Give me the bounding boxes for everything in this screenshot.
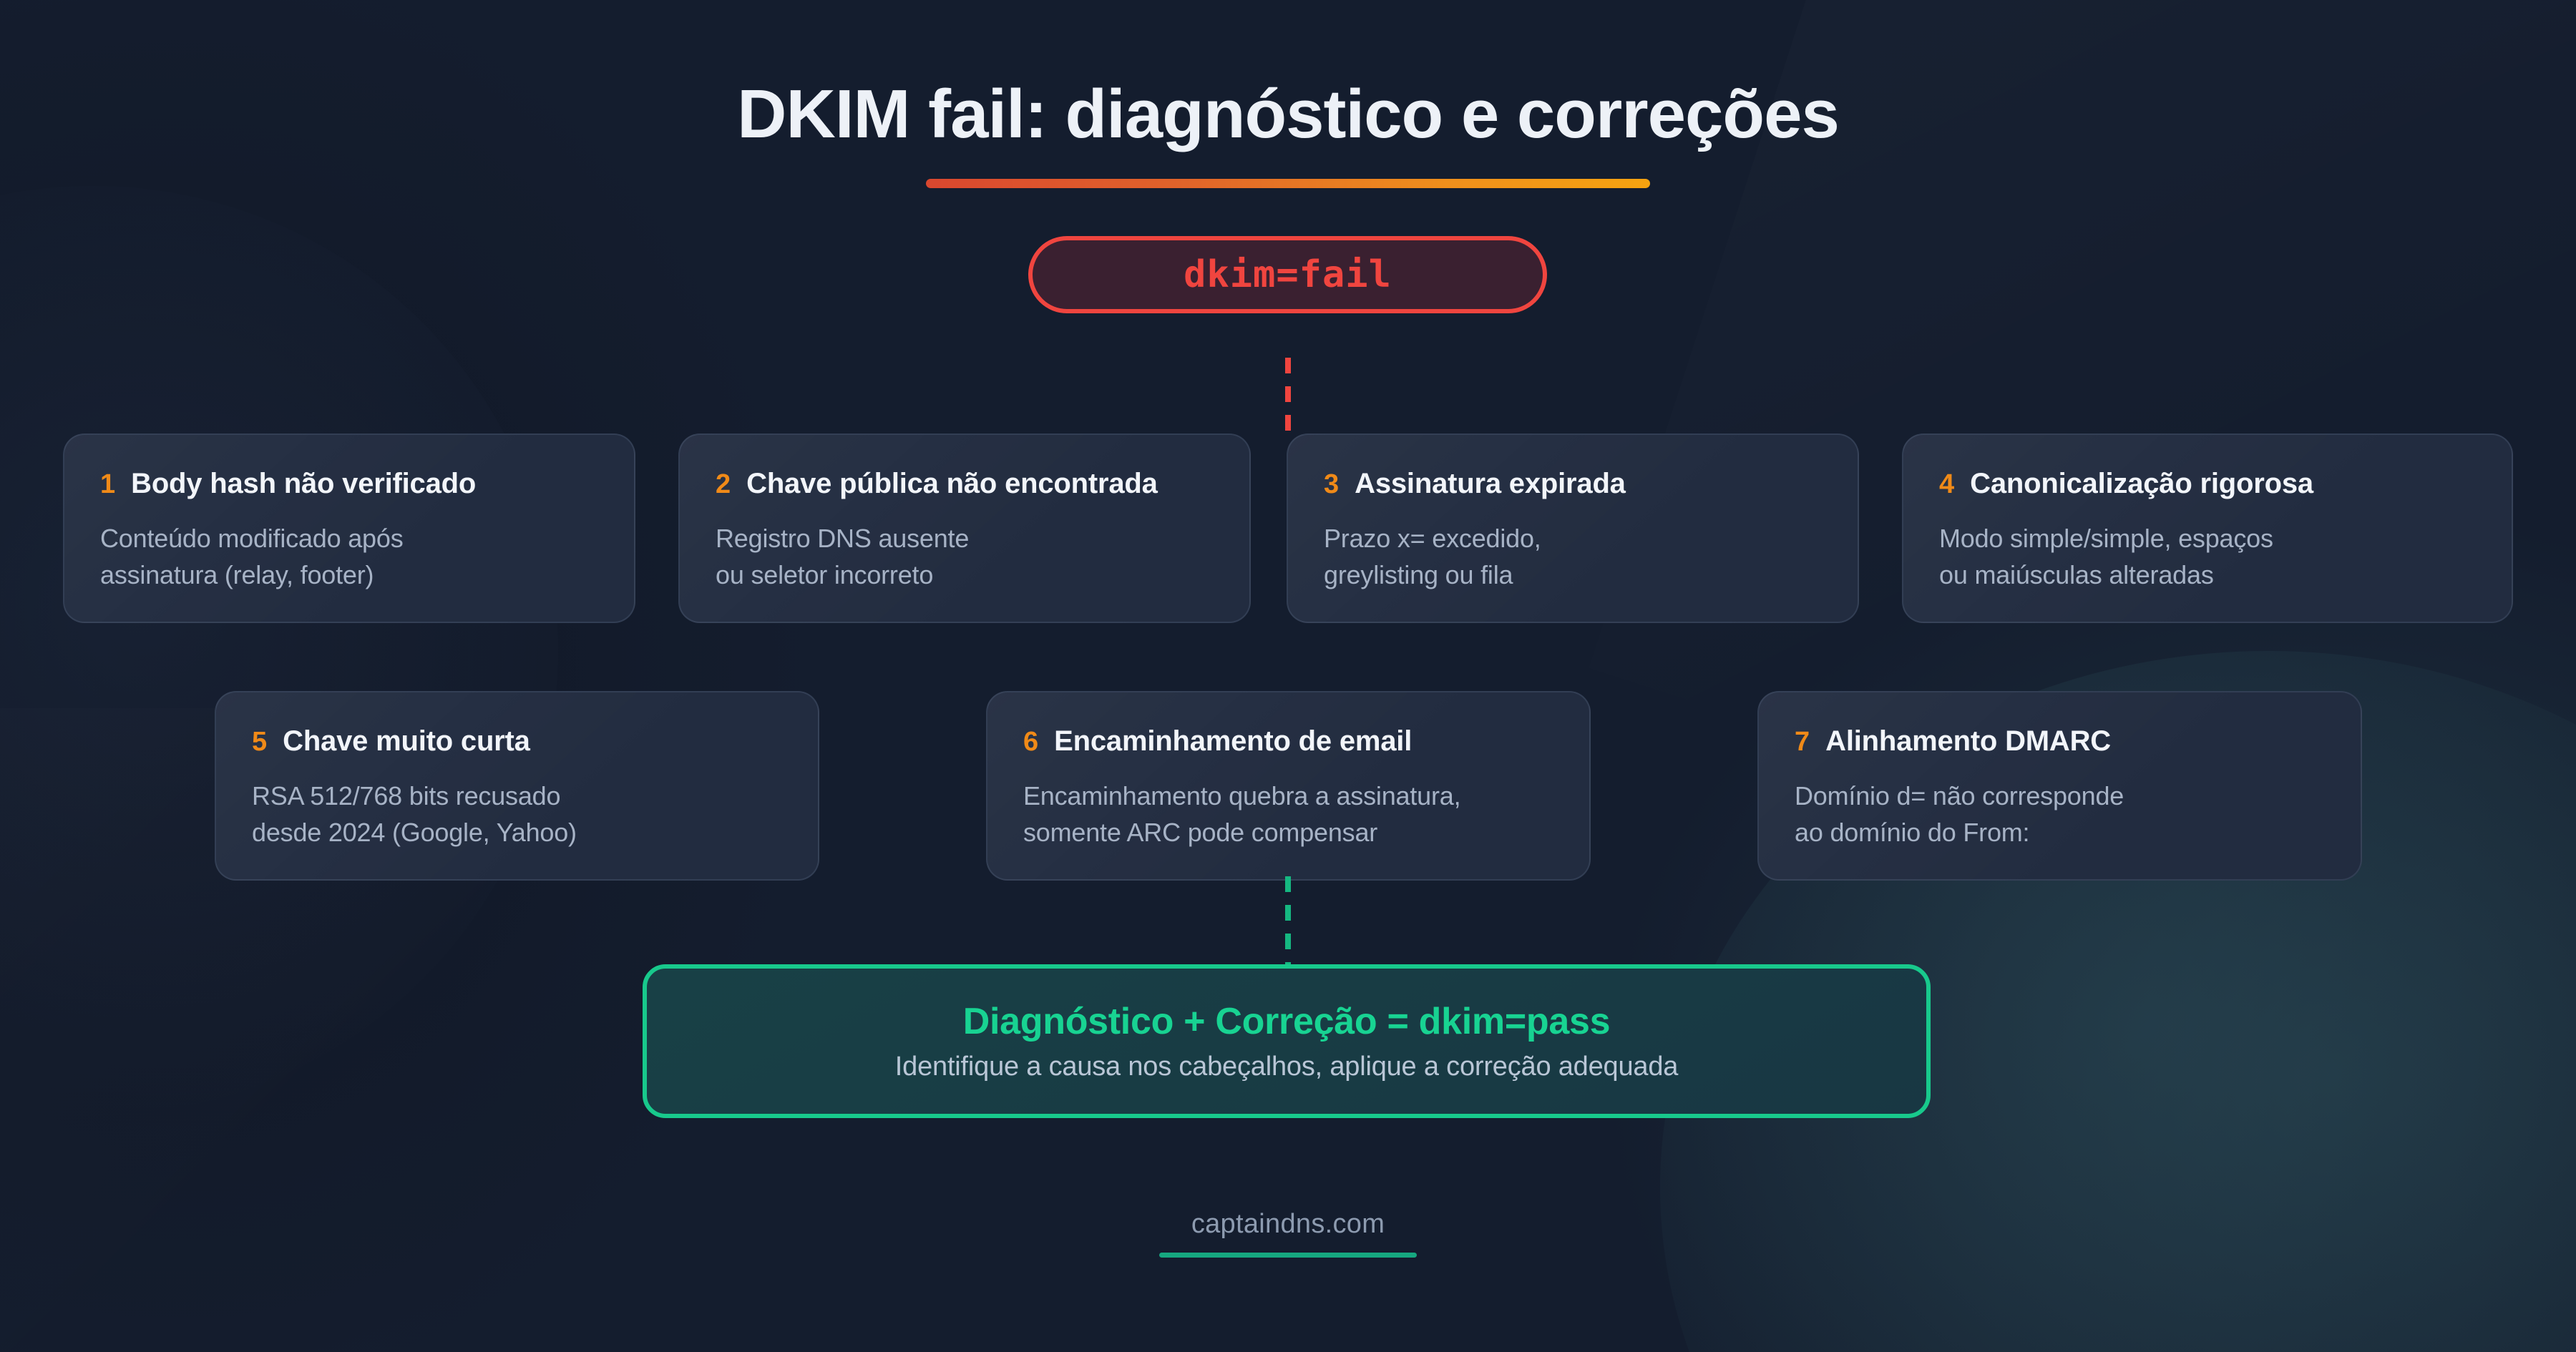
connector-causes-to-result bbox=[1285, 876, 1291, 968]
cause-card-5-title: Chave muito curta bbox=[283, 725, 530, 757]
cause-card-7-number: 7 bbox=[1795, 727, 1810, 757]
cause-card-3-description: Prazo x= excedido, greylisting ou fila bbox=[1324, 524, 1541, 590]
cause-card-1-title: Body hash não verificado bbox=[131, 468, 477, 499]
cause-card-2-number: 2 bbox=[716, 469, 731, 499]
footer-underline-rule bbox=[1159, 1253, 1417, 1258]
cause-card-4: 4 Canonicalização rigorosa Modo simple/s… bbox=[1902, 433, 2513, 623]
cause-card-5-header: 5 Chave muito curta bbox=[252, 725, 782, 758]
cause-card-4-header: 4 Canonicalização rigorosa bbox=[1939, 468, 2476, 500]
cause-card-6-header: 6 Encaminhamento de email bbox=[1023, 725, 1553, 758]
cause-card-4-number: 4 bbox=[1939, 469, 1955, 499]
dkim-fail-badge: dkim=fail bbox=[1028, 236, 1547, 313]
footer-domain-label: captaindns.com bbox=[1191, 1209, 1385, 1239]
result-callout: Diagnóstico + Correção = dkim=pass Ident… bbox=[643, 964, 1931, 1118]
connector-fail-to-causes bbox=[1285, 358, 1291, 432]
cause-card-6-number: 6 bbox=[1023, 727, 1039, 757]
cause-card-1-description: Conteúdo modificado após assinatura (rel… bbox=[100, 524, 404, 590]
cause-card-5-description: RSA 512/768 bits recusado desde 2024 (Go… bbox=[252, 781, 577, 848]
cause-card-6-title: Encaminhamento de email bbox=[1054, 725, 1413, 757]
cause-card-3: 3 Assinatura expirada Prazo x= excedido,… bbox=[1287, 433, 1859, 623]
cause-card-5: 5 Chave muito curta RSA 512/768 bits rec… bbox=[215, 691, 819, 881]
result-callout-title: Diagnóstico + Correção = dkim=pass bbox=[962, 1001, 1611, 1042]
cause-card-1-number: 1 bbox=[100, 469, 116, 499]
title-underline-rule bbox=[926, 179, 1650, 188]
background-glow-left bbox=[0, 186, 558, 1116]
cause-card-3-title: Assinatura expirada bbox=[1355, 468, 1626, 499]
cause-card-6-description: Encaminhamento quebra a assinatura, some… bbox=[1023, 781, 1461, 848]
cause-card-5-number: 5 bbox=[252, 727, 268, 757]
cause-card-6: 6 Encaminhamento de email Encaminhamento… bbox=[986, 691, 1591, 881]
cause-card-3-header: 3 Assinatura expirada bbox=[1324, 468, 1822, 500]
dkim-fail-badge-label: dkim=fail bbox=[1184, 253, 1392, 296]
cause-card-2-title: Chave pública não encontrada bbox=[746, 468, 1158, 499]
cause-card-1: 1 Body hash não verificado Conteúdo modi… bbox=[63, 433, 635, 623]
cause-card-3-number: 3 bbox=[1324, 469, 1340, 499]
cause-card-2-header: 2 Chave pública não encontrada bbox=[716, 468, 1214, 500]
cause-card-4-description: Modo simple/simple, espaços ou maiúscula… bbox=[1939, 524, 2273, 590]
footer: captaindns.com bbox=[0, 1209, 2576, 1258]
cause-card-1-header: 1 Body hash não verificado bbox=[100, 468, 598, 500]
cause-card-2-description: Registro DNS ausente ou seletor incorret… bbox=[716, 524, 970, 590]
cause-card-4-title: Canonicalização rigorosa bbox=[1970, 468, 2313, 499]
cause-card-2: 2 Chave pública não encontrada Registro … bbox=[678, 433, 1251, 623]
cause-card-7-description: Domínio d= não corresponde ao domínio do… bbox=[1795, 781, 2124, 848]
cause-card-7: 7 Alinhamento DMARC Domínio d= não corre… bbox=[1757, 691, 2362, 881]
cause-card-7-header: 7 Alinhamento DMARC bbox=[1795, 725, 2325, 758]
page-title: DKIM fail: diagnóstico e correções bbox=[737, 76, 1840, 152]
result-callout-subtitle: Identifique a causa nos cabeçalhos, apli… bbox=[894, 1052, 1679, 1082]
cause-card-7-title: Alinhamento DMARC bbox=[1825, 725, 2111, 757]
